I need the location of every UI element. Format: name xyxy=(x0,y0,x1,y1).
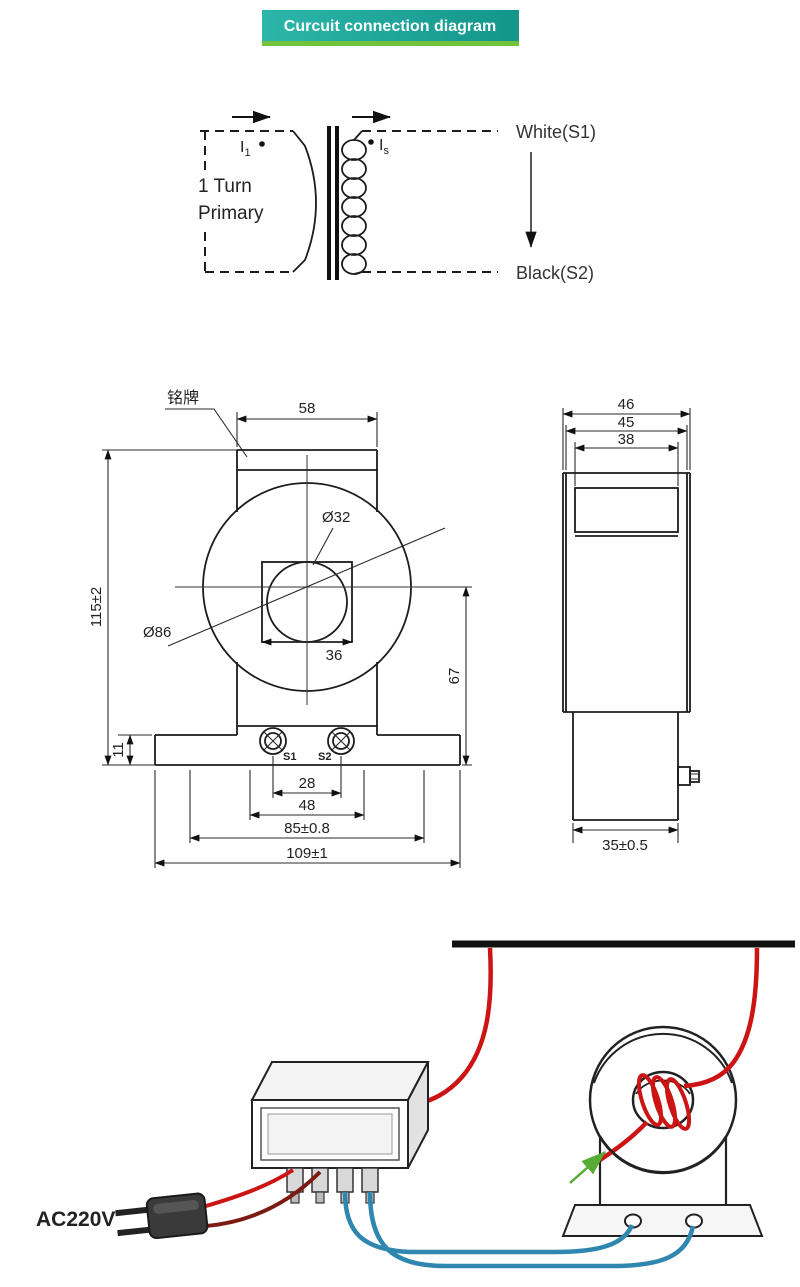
coil-leads xyxy=(353,130,363,275)
outer-diameter-leader xyxy=(167,527,446,647)
dim-outer-label: Ø86 xyxy=(143,624,171,641)
red-wire-to-meter xyxy=(417,947,493,1107)
plug-prong xyxy=(117,1226,152,1237)
primary-turns-label-line1: 1 Turn xyxy=(198,176,252,197)
dim-45-label: 45 xyxy=(618,414,635,431)
screw-slot-icon xyxy=(331,731,351,751)
current-transformer xyxy=(561,947,764,1237)
polarity-dot-secondary xyxy=(368,139,374,145)
screw-head xyxy=(689,770,700,783)
plug-wire-dark xyxy=(205,1170,322,1228)
coil-loop xyxy=(341,215,367,237)
is-label: Is xyxy=(379,137,389,157)
transformer-core xyxy=(327,126,339,280)
dim-36-label: 36 xyxy=(326,647,343,664)
white-s1-label: White(S1) xyxy=(516,122,596,142)
side-lower-outline xyxy=(572,712,679,821)
terminal-screw-s2 xyxy=(327,727,355,755)
power-plug xyxy=(115,1192,209,1240)
meter-terminal-pin xyxy=(315,1191,325,1204)
dim-67-label: 67 xyxy=(446,668,463,685)
dim-115-label: 115±2 xyxy=(88,587,105,628)
polarity-dot-primary xyxy=(259,141,265,147)
plug-prong xyxy=(115,1206,150,1217)
meter-terminals xyxy=(286,1167,379,1204)
red-wire-to-ct xyxy=(683,947,760,1089)
dim-46-label: 46 xyxy=(618,396,635,413)
primary-turns-label-line2: Primary xyxy=(198,203,264,224)
screw-slot-icon xyxy=(263,731,283,751)
schematic-dashed-wires xyxy=(200,130,498,273)
dim-109-label: 109±1 xyxy=(286,845,328,862)
coil-loop xyxy=(341,139,367,161)
coil-loop xyxy=(341,253,367,275)
banner: Curcuit connection diagram xyxy=(262,10,519,46)
banner-title: Curcuit connection diagram xyxy=(284,18,496,35)
circuit-schematic: I1 Is 1 Turn Primary White(S1) Black(S2) xyxy=(198,110,596,283)
screw-outer xyxy=(327,727,355,755)
winding-turn xyxy=(664,1077,692,1131)
screw-inner xyxy=(332,732,350,750)
banner-background xyxy=(262,10,519,41)
secondary-winding xyxy=(341,130,367,275)
front-view: 铭牌 Ø86 Ø32 S1 S2 xyxy=(88,389,472,868)
coil-loop xyxy=(341,234,367,256)
side-view: 46 45 38 35±0.5 xyxy=(562,396,700,854)
mounting-feet xyxy=(154,734,461,766)
coil-loop xyxy=(341,196,367,218)
dim-38-label: 38 xyxy=(618,431,635,448)
screw-body xyxy=(677,766,691,786)
winding-turn xyxy=(650,1075,678,1129)
primary-winding xyxy=(292,130,317,273)
ct-ring-depth-line xyxy=(593,1032,733,1084)
side-body-outline xyxy=(562,472,691,713)
ac220v-label: AC220V xyxy=(36,1208,115,1231)
banner-underline xyxy=(262,41,519,46)
screw-head-lines xyxy=(691,773,698,780)
dim-48-label: 48 xyxy=(299,797,316,814)
nameplate-label: 铭牌 xyxy=(167,389,199,407)
green-pointer-arrow xyxy=(569,1151,606,1184)
meter-top-face xyxy=(250,1061,430,1101)
black-s2-label: Black(S2) xyxy=(516,263,594,283)
dim-11-label: 11 xyxy=(110,742,127,758)
winding-turn xyxy=(636,1073,664,1127)
meter xyxy=(250,1061,430,1204)
dim-35-label: 35±0.5 xyxy=(602,837,648,854)
dim-28-label: 28 xyxy=(299,775,316,792)
screw-inner xyxy=(264,732,282,750)
side-slot xyxy=(574,487,679,533)
coil-loop xyxy=(341,177,367,199)
hole-diameter-leader xyxy=(312,527,334,566)
base-plate-hole xyxy=(685,1213,703,1229)
meter-terminal xyxy=(336,1167,354,1193)
terminal-screw-s1 xyxy=(259,727,287,755)
ct-base-plate xyxy=(561,1204,764,1237)
meter-display xyxy=(267,1113,393,1155)
coil-loop xyxy=(341,158,367,180)
blue-wire-2 xyxy=(367,1191,696,1269)
wiring-illustration: AC220V xyxy=(36,940,795,1269)
terminal-s2-label: S2 xyxy=(318,751,331,763)
dim-58-label: 58 xyxy=(299,400,316,417)
meter-terminal xyxy=(361,1167,379,1193)
terminal-s1-label: S1 xyxy=(283,751,296,763)
blue-wire-1 xyxy=(342,1191,635,1255)
dim-hole-label: Ø32 xyxy=(322,509,350,526)
i1-label: I1 xyxy=(240,139,251,159)
nameplate-leader xyxy=(165,408,248,458)
plug-body-highlight xyxy=(153,1199,200,1214)
dim-85-label: 85±0.8 xyxy=(284,820,330,837)
side-terminal-screw xyxy=(677,766,700,786)
screw-outer xyxy=(259,727,287,755)
plug-wire-red xyxy=(205,1168,295,1208)
plug-body xyxy=(145,1192,209,1240)
ct-winding-loops xyxy=(636,1073,692,1131)
